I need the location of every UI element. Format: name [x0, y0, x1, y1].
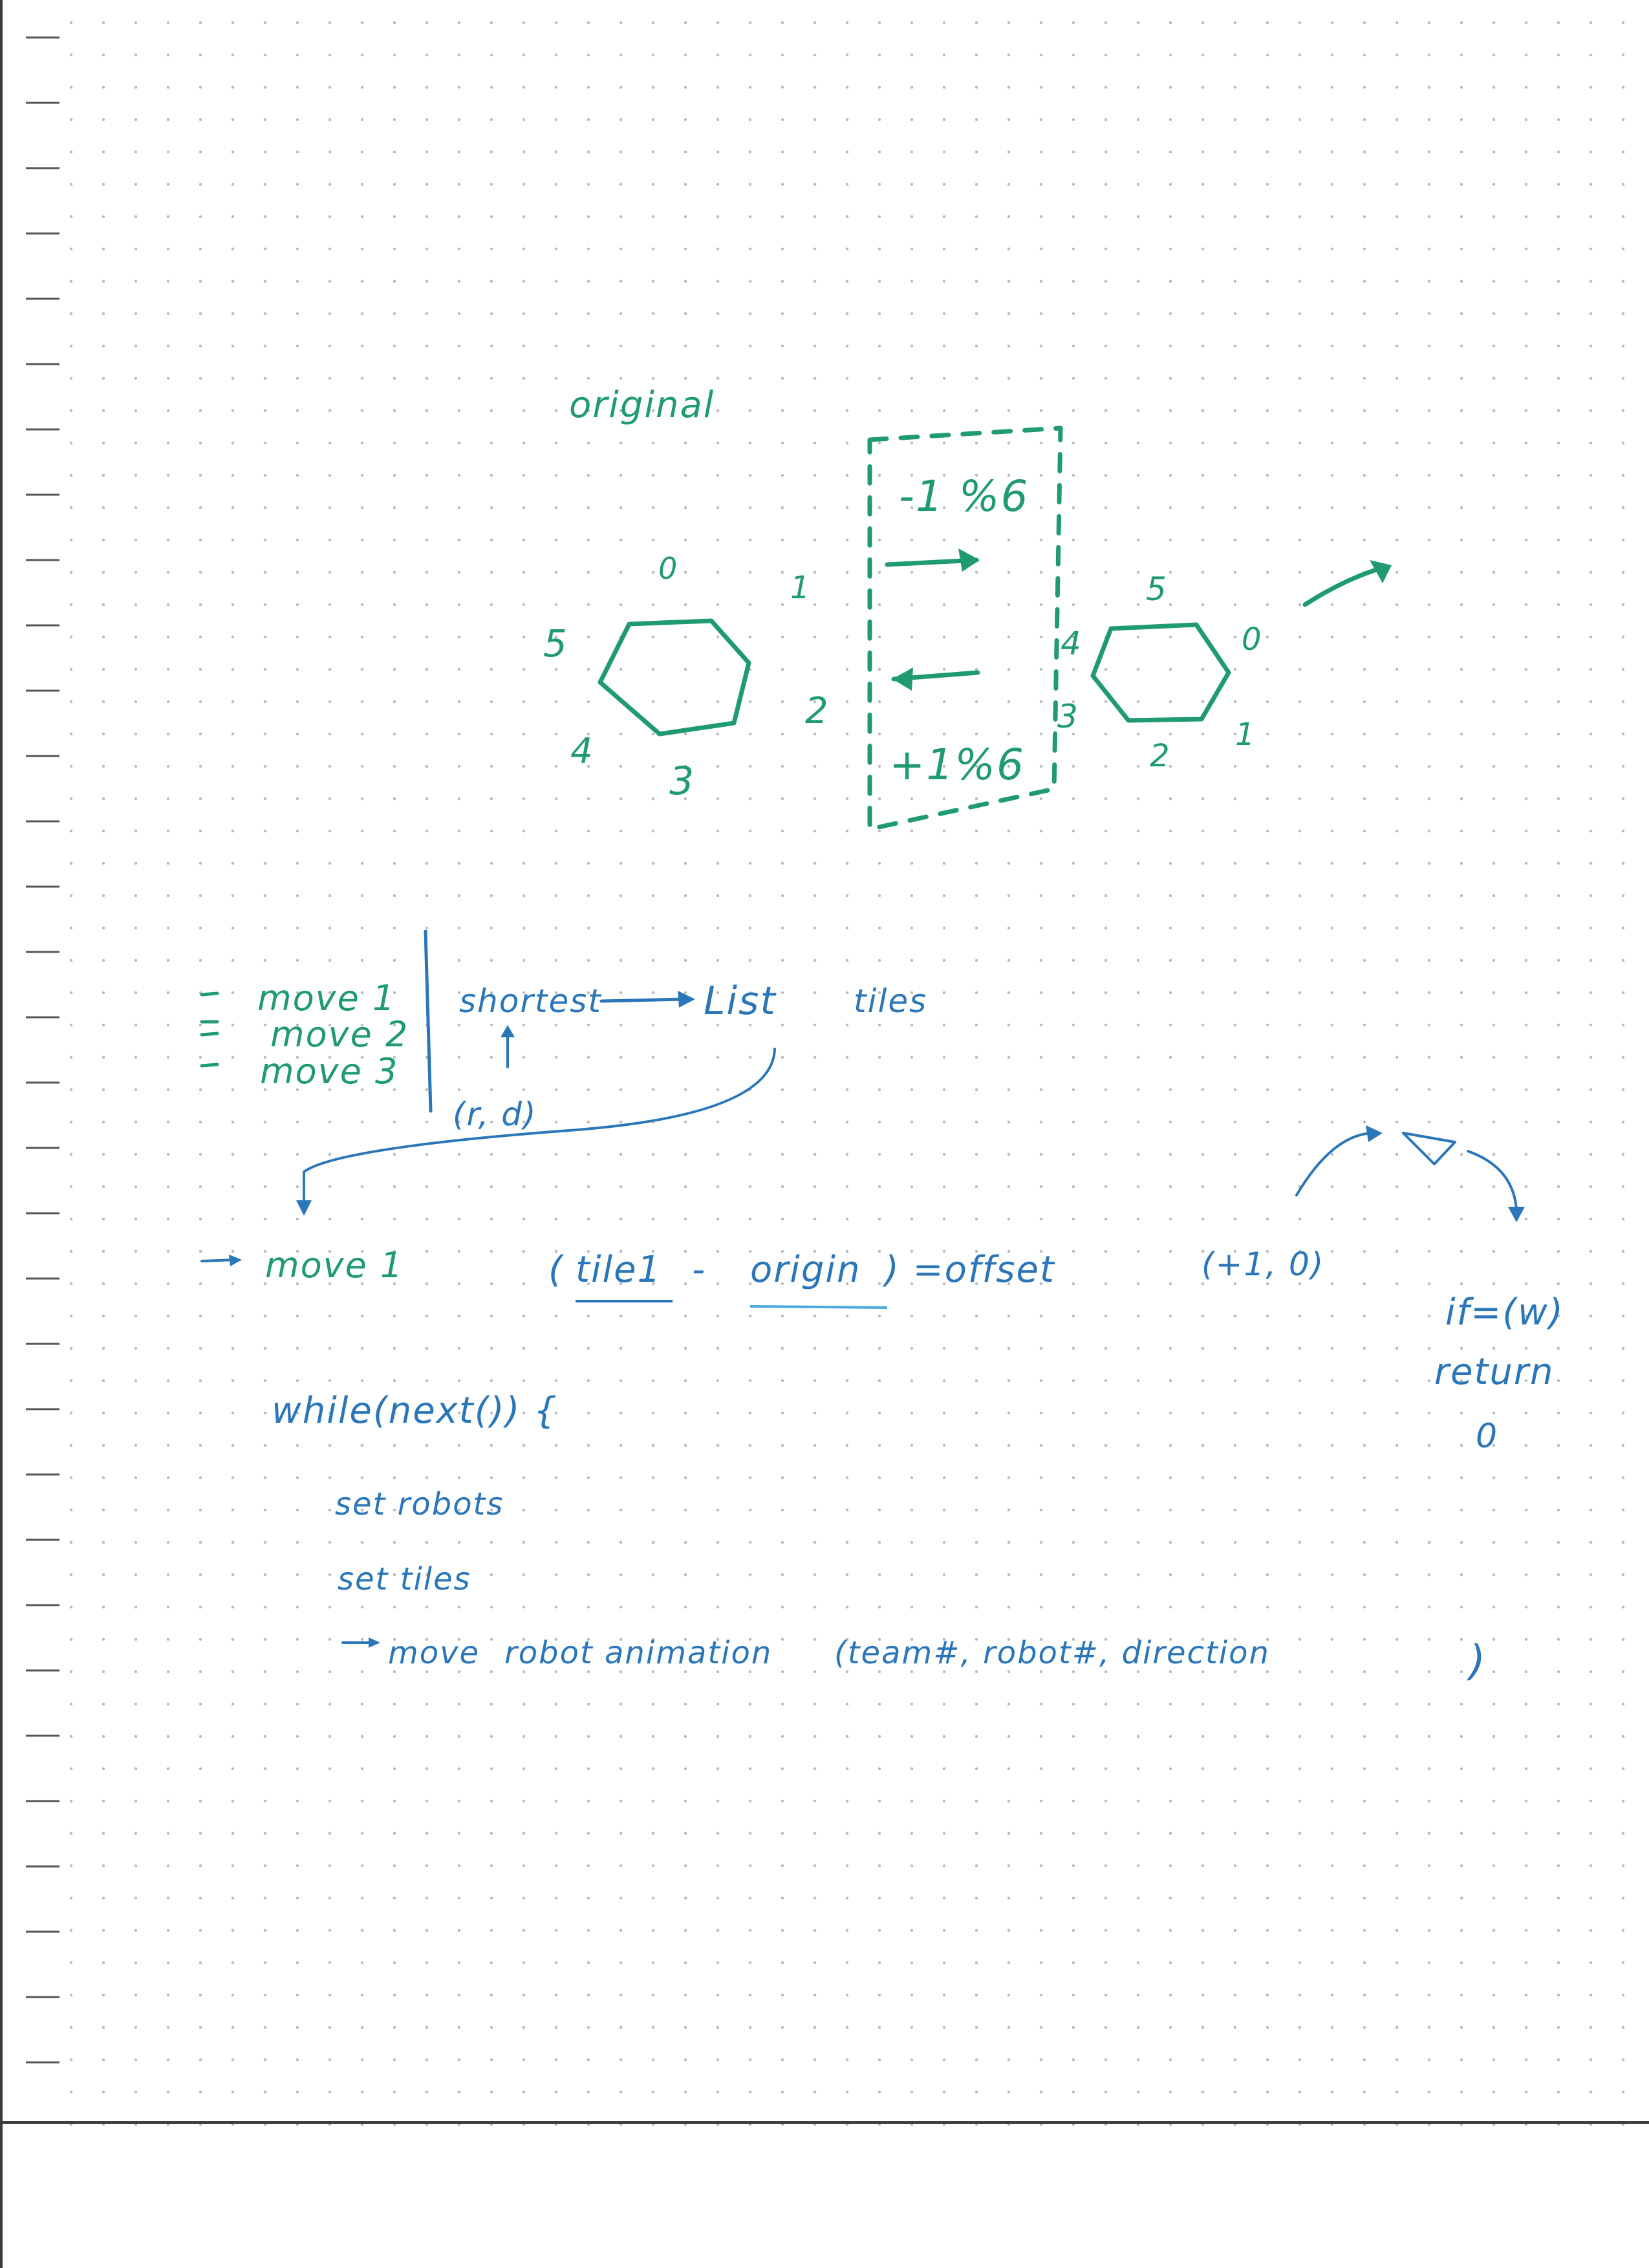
shortest-label: shortest — [459, 982, 602, 1020]
hex-right-label-5: 5 — [1146, 570, 1168, 608]
return-label: return — [1434, 1351, 1554, 1393]
arc-arrow-right — [1467, 1150, 1518, 1211]
code-line-set-robots: set robots — [335, 1486, 504, 1522]
diagram-pointer-arrow — [1302, 565, 1385, 607]
box-bottom-label: +1%6 — [889, 740, 1025, 790]
tile1-label: tile1 — [576, 1249, 662, 1291]
code-close-paren: ) — [1467, 1637, 1487, 1685]
arrow-left-head-icon — [892, 667, 913, 691]
origin-label: origin — [750, 1249, 861, 1291]
hex-right-label-3: 3 — [1057, 698, 1079, 735]
code-args: (team#, robot#, direction — [834, 1635, 1270, 1671]
bullet-dash — [200, 991, 219, 997]
arrow-right-head-icon — [958, 548, 980, 572]
list-label: List — [704, 978, 777, 1024]
move1-label: move 1 — [265, 1245, 404, 1286]
arc-arrow-left — [1295, 1132, 1374, 1196]
box-top-label: -1 %6 — [899, 471, 1029, 521]
hex-left-label-2: 2 — [805, 690, 830, 732]
code-arrow-head-icon — [369, 1637, 380, 1648]
code-line-set-tiles: set tiles — [338, 1561, 471, 1597]
open-paren: ( — [548, 1249, 564, 1291]
label-original: original — [569, 384, 715, 426]
hex-left-label-5: 5 — [543, 621, 568, 665]
hex-right-label-1: 1 — [1235, 717, 1256, 753]
equals-offset-label: ) =offset — [882, 1249, 1055, 1291]
shortest-arrow-line — [599, 997, 686, 1003]
offset-value: (+1, 0) — [1202, 1246, 1324, 1283]
code-move-word: move — [388, 1635, 480, 1671]
code-while-line: while(next()) { — [272, 1390, 558, 1432]
arc-arrow-right-head-icon — [1508, 1207, 1525, 1222]
hexagon-original — [598, 618, 751, 737]
hex-right-label-2: 2 — [1150, 738, 1171, 774]
move-item: move 3 — [260, 1051, 398, 1092]
hex-left-label-4: 4 — [570, 731, 594, 772]
hex-left-label-0: 0 — [658, 551, 678, 586]
bullet-dash — [200, 1063, 219, 1068]
connector-head-icon — [296, 1200, 312, 1216]
hex-right-label-0: 0 — [1242, 621, 1263, 658]
move-item: move 2 — [270, 1014, 409, 1055]
hex-left-label-3: 3 — [669, 759, 695, 804]
hex-right-label-4: 4 — [1061, 625, 1083, 662]
return-value: 0 — [1476, 1417, 1498, 1456]
modulo-box — [867, 426, 1063, 832]
minus-sign: - — [692, 1249, 706, 1291]
scribble-mark — [1402, 1132, 1456, 1165]
origin-underline — [749, 1305, 888, 1309]
tiles-label: tiles — [854, 982, 927, 1020]
if-condition: if=(w) — [1445, 1291, 1564, 1334]
diagram-pointer-head-icon — [1370, 560, 1392, 583]
divider-line — [424, 929, 433, 1113]
arc-arrow-left-head-icon — [1366, 1125, 1383, 1142]
bullet-dash — [200, 1031, 219, 1037]
shortest-arrow-head-icon — [678, 991, 695, 1008]
code-function-name: robot animation — [504, 1635, 772, 1671]
connector-curve — [303, 1048, 776, 1203]
move-item: move 1 — [257, 978, 396, 1019]
hexagon-rotated — [1090, 622, 1231, 723]
move1-arrow-head-icon — [229, 1255, 242, 1266]
rd-label: (r, d) — [453, 1096, 537, 1133]
up-arrow-head-icon — [501, 1025, 515, 1037]
hex-left-label-1: 1 — [790, 570, 812, 606]
